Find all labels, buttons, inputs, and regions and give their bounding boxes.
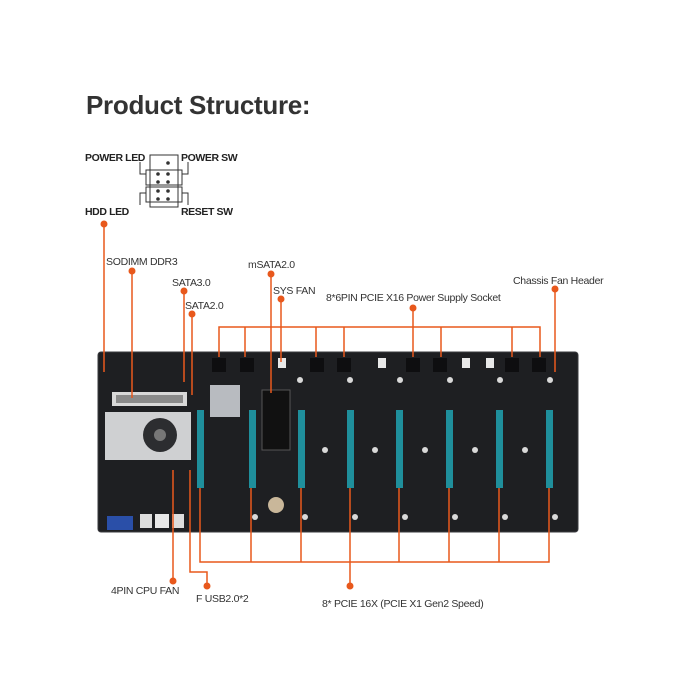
header-pins [156,161,170,201]
power-socket-label: 8*6PIN PCIE X16 Power Supply Socket [326,292,501,304]
page-title: Product Structure: [86,90,311,120]
sodimm-label: SODIMM DDR3 [106,256,178,268]
sys-fan-label: SYS FAN [273,285,316,297]
power-sw-label: POWER SW [181,152,238,164]
lan-port [155,514,169,528]
sata2-label: SATA2.0 [185,300,224,312]
pcie-slot [197,410,204,488]
pcie-slot [446,410,453,488]
pcie-slot [249,410,256,488]
cpu-fan-label: 4PIN CPU FAN [111,585,180,597]
hdd-led-bracket [139,192,146,205]
pcie-bus [199,488,550,563]
reset-sw-label: RESET SW [181,206,233,218]
motherboard [97,351,579,533]
msata-slot [261,389,291,451]
power-led-label: POWER LED [85,152,145,164]
pcie-slot [496,410,503,488]
msata-label: mSATA2.0 [248,259,295,271]
hdd-led-label: HDD LED [85,206,129,218]
usb-port [140,514,152,528]
usb-label: F USB2.0*2 [196,593,249,605]
callout-dot [267,270,275,278]
usb-port [172,514,184,528]
pcie-slots [197,410,553,488]
callout-dot [180,287,188,295]
chassis-fan-label: Chassis Fan Header [513,275,604,287]
callout-dot [128,267,136,275]
pcie-slot [546,410,553,488]
usb-line [189,470,208,585]
callout-dots [100,220,559,590]
power-sockets [212,358,546,372]
callout-dot [188,310,196,318]
pcie-slot [347,410,354,488]
callout-dot [551,285,559,293]
callout-dot [409,304,417,312]
power-socket-bus [218,326,541,357]
callout-dot [100,220,108,228]
chipset-heatsink [210,385,240,417]
reset-sw-bracket [182,192,189,205]
power-led-bracket [139,162,146,175]
sata3-label: SATA3.0 [172,277,211,289]
pcie-slot [298,410,305,488]
pcie-slot [396,410,403,488]
callout-dot [277,295,285,303]
front-panel-header [139,154,189,208]
power-sw-bracket [182,162,189,175]
callout-dot [203,582,211,590]
mounting-holes [252,377,558,520]
header-outline [149,154,179,208]
pcie-label: 8* PCIE 16X (PCIE X1 Gen2 Speed) [322,598,484,610]
cmos-battery [268,497,284,513]
callout-lines [103,226,556,585]
lower-pin-group [145,186,183,203]
callout-dot [346,582,354,590]
fan-headers [278,358,494,368]
callout-dot [169,577,177,585]
vga-port [107,516,133,530]
upper-pin-group [145,169,183,186]
